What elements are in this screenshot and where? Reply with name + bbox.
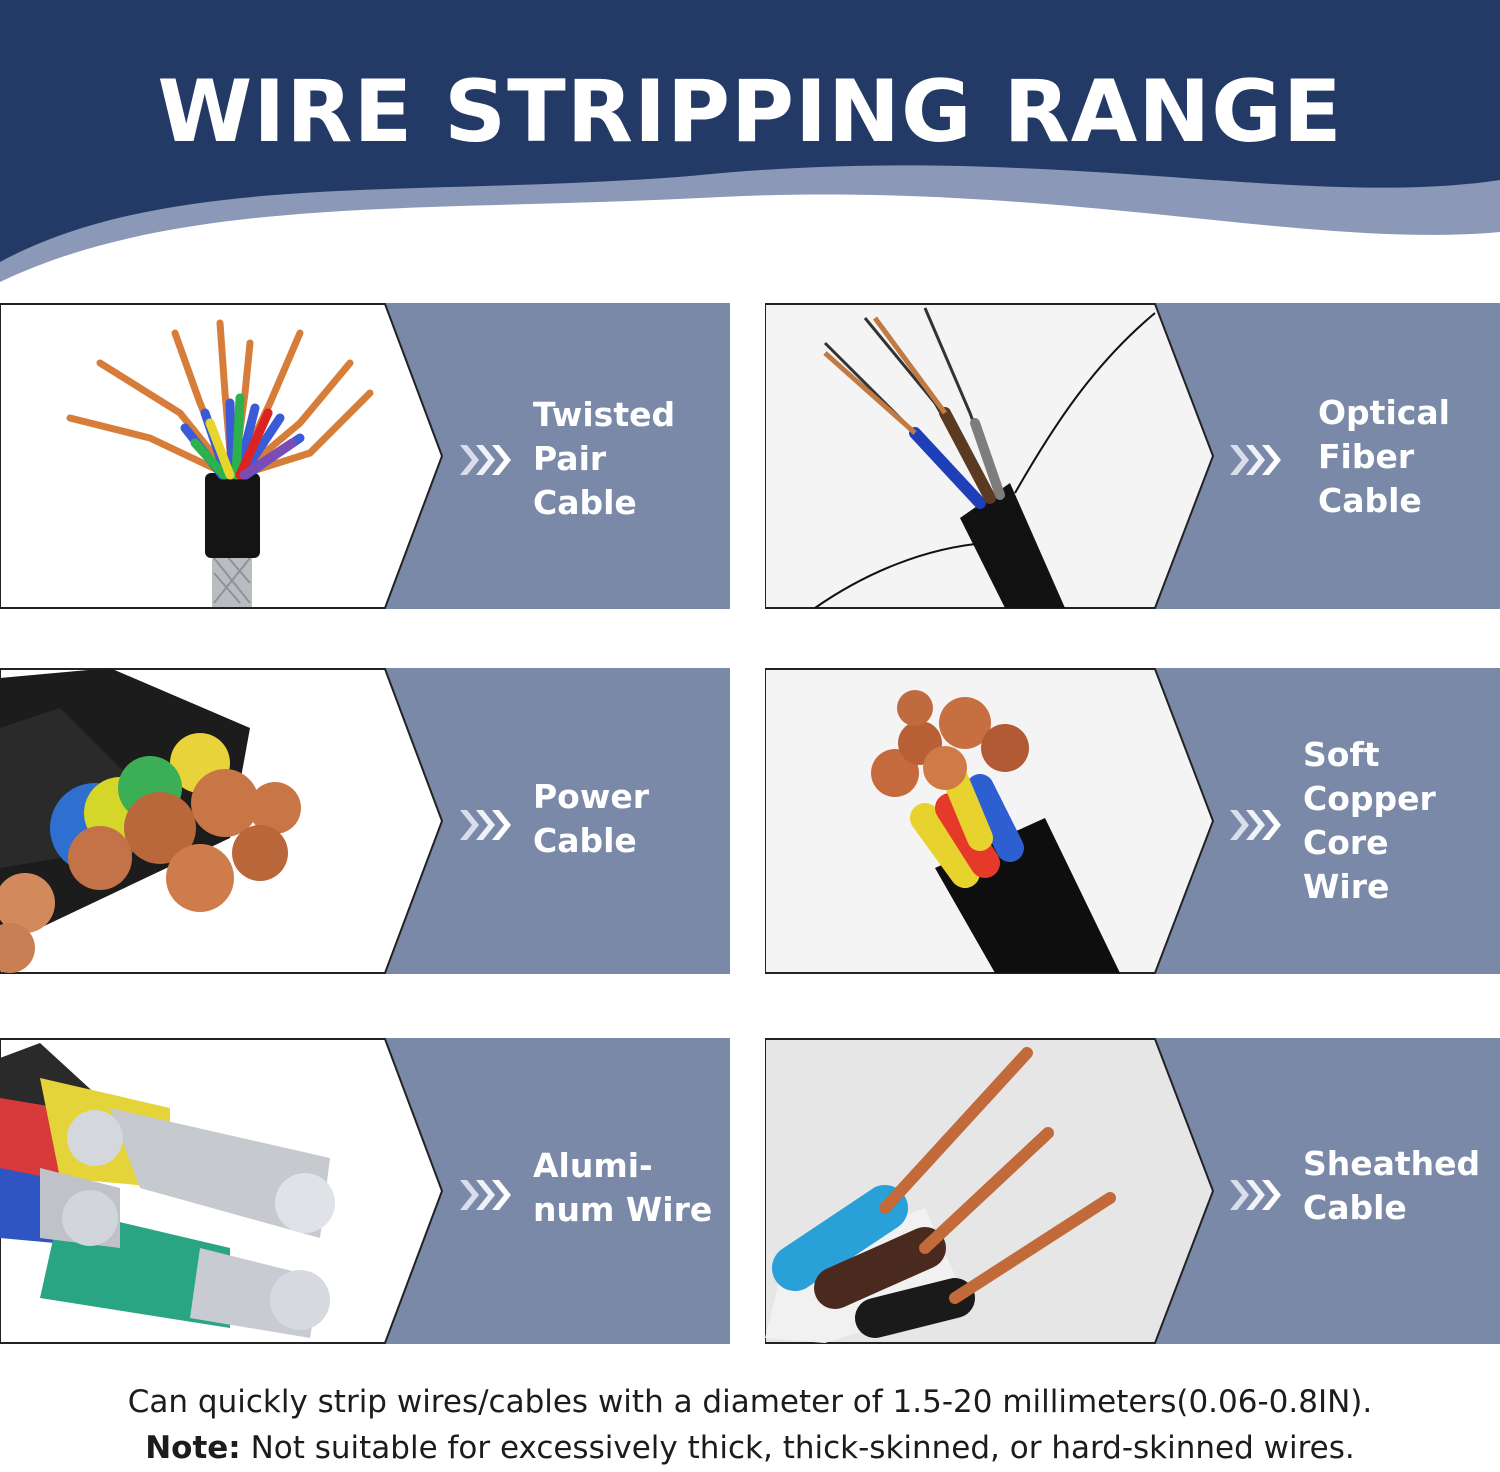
page-title: WIRE STRIPPING RANGE bbox=[157, 62, 1343, 162]
card-label: Soft Copper Core Wire bbox=[1303, 735, 1436, 906]
soft-copper-core-wire-photo bbox=[871, 690, 1120, 973]
note-text: Not suitable for excessively thick, thic… bbox=[250, 1430, 1355, 1466]
aluminum-wire-photo bbox=[0, 1043, 335, 1338]
chevron-arrows-icon bbox=[1230, 445, 1281, 475]
card-label: Sheathed Cable bbox=[1303, 1144, 1481, 1227]
card-label: Optical Fiber Cable bbox=[1318, 393, 1450, 520]
card-soft-copper-core-wire: Soft Copper Core Wire bbox=[765, 668, 1500, 974]
footer-note: Note: Not suitable for excessively thick… bbox=[0, 1426, 1500, 1470]
chevron-arrows-icon bbox=[460, 445, 511, 475]
chevron-arrows-icon bbox=[460, 810, 511, 840]
wave-background bbox=[0, 0, 1500, 300]
card-optical-fiber-cable: Optical Fiber Cable bbox=[765, 303, 1500, 609]
note-label: Note: bbox=[145, 1430, 241, 1466]
card-twisted-pair-cable: Twisted Pair Cable bbox=[0, 303, 735, 609]
chevron-arrows-icon bbox=[1230, 810, 1281, 840]
card-label: Alumi- num Wire bbox=[533, 1146, 713, 1229]
card-label: Twisted Pair Cable bbox=[533, 395, 676, 522]
card-aluminum-wire: Alumi- num Wire bbox=[0, 1038, 735, 1344]
card-sheathed-cable: Sheathed Cable bbox=[765, 1038, 1500, 1344]
card-label: Power Cable bbox=[533, 777, 649, 860]
twisted-pair-cable-photo bbox=[66, 319, 374, 607]
chevron-arrows-icon bbox=[460, 1180, 511, 1210]
header-banner: WIRE STRIPPING RANGE bbox=[0, 0, 1500, 300]
optical-fiber-cable-photo bbox=[814, 307, 1156, 609]
sheathed-cable-photo bbox=[765, 1047, 1116, 1343]
chevron-arrows-icon bbox=[1230, 1180, 1281, 1210]
card-power-cable: Power Cable bbox=[0, 668, 735, 974]
power-cable-photo bbox=[0, 668, 301, 973]
footer-description: Can quickly strip wires/cables with a di… bbox=[127, 1384, 1373, 1420]
